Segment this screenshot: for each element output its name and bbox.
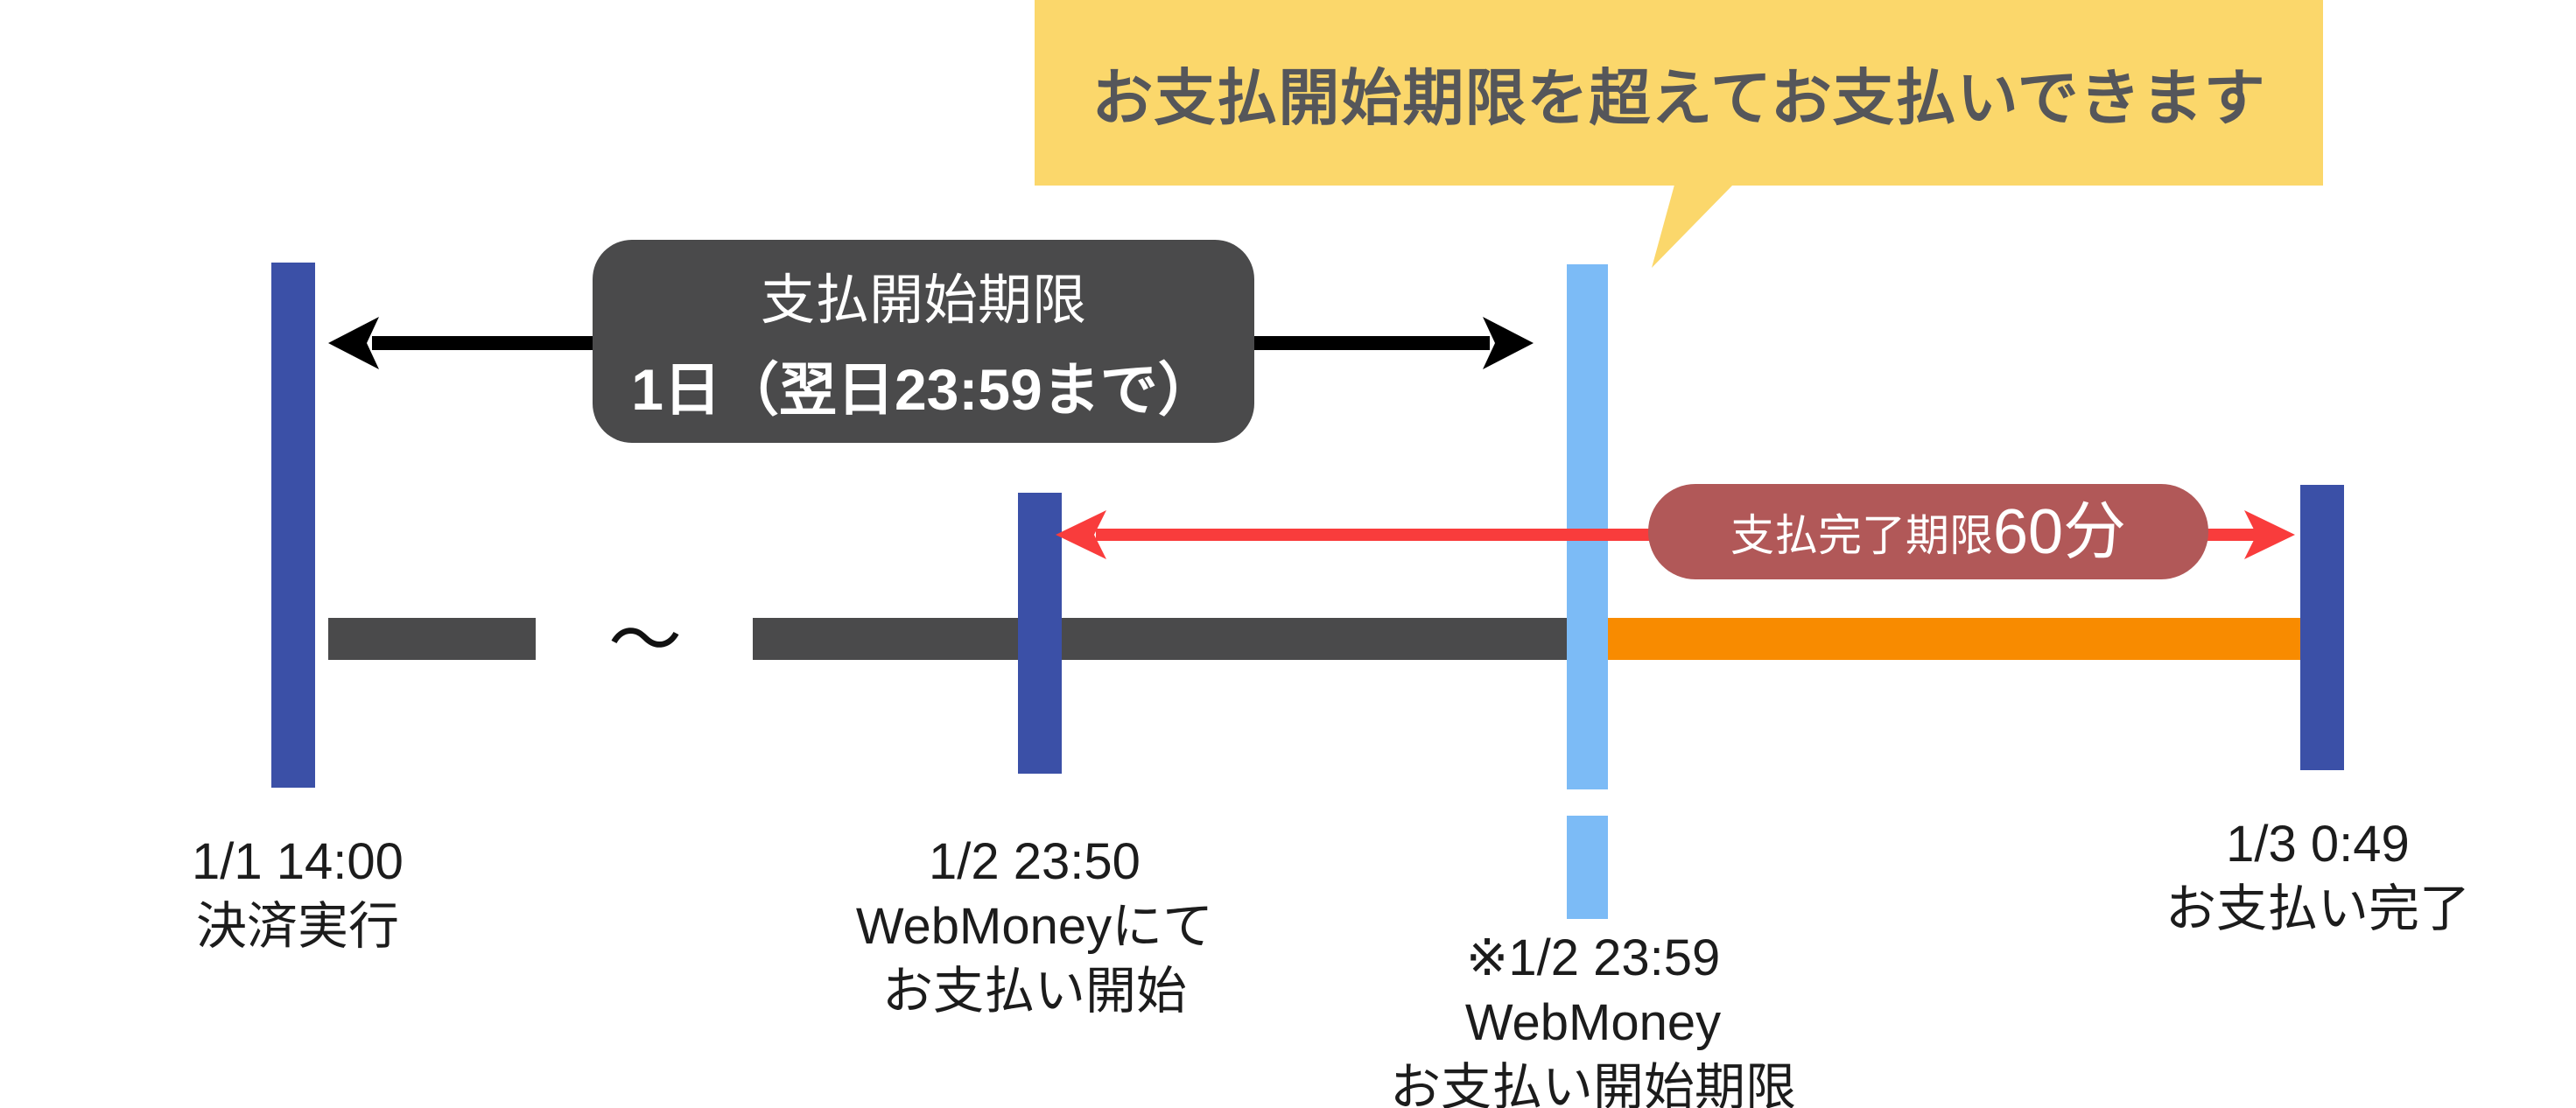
milestone-label-payment-executed: 1/1 14:00 決済実行 (35, 830, 560, 959)
milestone-label-line: お支払い開始 (881, 963, 1187, 1020)
milestone-label-line: 1/1 14:00 (192, 833, 404, 890)
milestone-label-payment-complete: 1/3 0:49 お支払い完了 (2055, 812, 2576, 942)
start-deadline-title: 支払開始期限 (760, 270, 1086, 331)
milestone-label-payment-start: 1/2 23:50 WebMoneyにて お支払い開始 (772, 830, 1297, 1024)
callout-text: お支払開始期限を超えてお支払いできます (1091, 63, 2266, 132)
completion-deadline-prefix: 支払完了期限 (1730, 510, 1993, 560)
timeline-track-segment-2 (753, 618, 1567, 660)
start-deadline-box: 支払開始期限 1日（翌日23:59まで） (593, 240, 1254, 443)
milestone-label-line: WebMoney (1464, 994, 1722, 1051)
milestone-label-line: WebMoneyにて (855, 898, 1214, 955)
completion-deadline-label: 支払完了期限 60分 (1648, 484, 2208, 579)
milestone-bar-payment-complete (2300, 485, 2344, 770)
milestone-label-line: お支払い完了 (2165, 880, 2470, 937)
timeline-overtime-segment (1608, 618, 2300, 660)
milestone-bar-start-deadline-upper (1567, 264, 1608, 789)
timeline-track-segment-1 (328, 618, 536, 660)
milestone-label-line: 1/3 0:49 (2226, 816, 2410, 873)
timeline-break-tilde: ～ (607, 599, 683, 682)
milestone-label-start-deadline: ※1/2 23:59 WebMoney お支払い開始期限 (1330, 926, 1856, 1108)
callout-bubble: お支払開始期限を超えてお支払いできます (1035, 0, 2323, 186)
completion-deadline-duration: 60分 (1992, 496, 2127, 567)
milestone-bar-payment-executed (271, 263, 315, 788)
milestone-bar-payment-start (1018, 493, 1062, 774)
milestone-bar-start-deadline-lower (1567, 816, 1608, 919)
milestone-label-line: 決済実行 (195, 898, 399, 955)
milestone-label-line: ※1/2 23:59 (1465, 929, 1721, 986)
milestone-label-line: お支払い開始期限 (1389, 1059, 1796, 1108)
start-deadline-duration: 1日（翌日23:59まで） (631, 357, 1216, 422)
milestone-label-line: 1/2 23:50 (929, 833, 1141, 890)
